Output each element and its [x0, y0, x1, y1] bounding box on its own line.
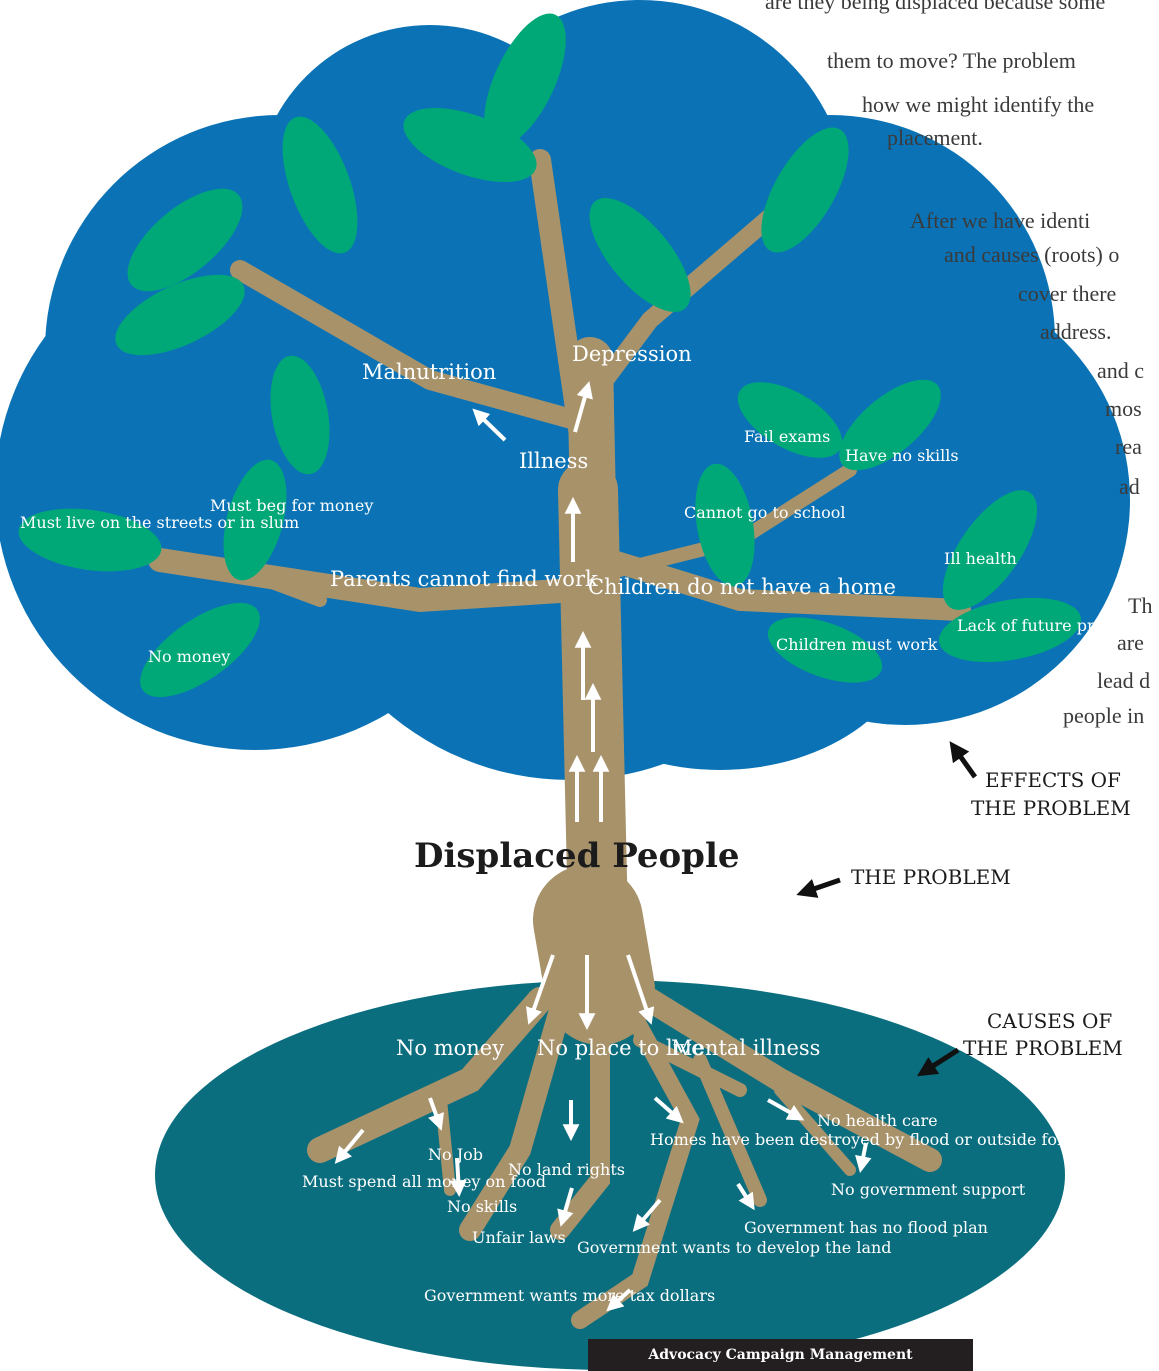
causes-callout-line-1: CAUSES OF — [987, 1009, 1113, 1033]
label-children-must-work: Children must work — [776, 635, 938, 654]
leaves — [18, 13, 1082, 698]
label-homes-destroyed: Homes have been destroyed by flood or ou… — [650, 1130, 1092, 1149]
label-government-no-flood-plan: Government has no flood plan — [744, 1218, 988, 1237]
direction-arrows — [334, 381, 872, 1312]
label-no-job: No Job — [428, 1145, 484, 1164]
body-text-line-15: lead d — [1097, 668, 1151, 693]
effects-callout-line-1: EFFECTS OF — [985, 768, 1121, 792]
label-parents-cannot-find-work: Parents cannot find work — [330, 567, 598, 591]
effects-callout-line-2: THE PROBLEM — [971, 796, 1131, 820]
body-text-line-6: and causes (roots) o — [944, 242, 1120, 267]
label-malnutrition: Malnutrition — [362, 360, 497, 384]
body-text-line-13: Th — [1128, 593, 1153, 618]
label-cause-no-money: No money — [396, 1036, 505, 1060]
label-unfair-laws: Unfair laws — [472, 1228, 566, 1247]
problem-title: Displaced People — [414, 836, 740, 876]
body-text-line-3: how we might identify the — [862, 92, 1095, 117]
label-government-tax-dollars: Government wants more tax dollars — [424, 1286, 716, 1305]
label-have-no-skills: Have no skills — [845, 446, 959, 465]
label-cause-mental-illness: Mental illness — [671, 1036, 821, 1060]
label-no-government-support: No government support — [831, 1180, 1026, 1199]
body-text-line-5: After we have identi — [910, 208, 1091, 233]
body-text-line-8: address. — [1040, 319, 1112, 344]
body-text-line-7: cover there — [1018, 281, 1117, 306]
footer-banner: Advocacy Campaign Management — [588, 1339, 973, 1371]
causes-callout-line-2: THE PROBLEM — [963, 1036, 1123, 1060]
label-depression: Depression — [572, 342, 692, 366]
label-illness: Illness — [519, 449, 589, 473]
callout-arrows — [796, 741, 978, 1077]
body-text-line-9: and c — [1097, 358, 1145, 383]
label-must-live-on-streets: Must live on the streets or in slum — [20, 513, 300, 532]
label-cannot-go-to-school: Cannot go to school — [684, 503, 846, 522]
body-text-line-4: placement. — [887, 125, 983, 150]
label-no-land-rights: No land rights — [508, 1160, 625, 1179]
label-no-health-care: No health care — [817, 1111, 938, 1130]
body-text-line-14: are — [1117, 630, 1144, 655]
label-no-money-effect: No money — [148, 647, 231, 666]
body-text-line-2: them to move? The problem — [827, 48, 1076, 73]
label-lack-of-future-prospects: Lack of future prospects — [957, 616, 1156, 635]
label-fail-exams: Fail exams — [744, 427, 831, 446]
body-text-line-12: ad — [1119, 474, 1140, 499]
label-children-no-home: Children do not have a home — [588, 575, 896, 599]
label-must-spend-all-money: Must spend all money on food — [302, 1172, 546, 1191]
problem-callout: THE PROBLEM — [851, 865, 1011, 889]
label-must-beg-for-money: Must beg for money — [210, 496, 374, 515]
body-text-line-10: mos — [1105, 396, 1142, 421]
body-text-line-11: rea — [1115, 434, 1142, 459]
label-ill-health: Ill health — [944, 549, 1017, 568]
label-cause-no-place-to-live: No place to live — [537, 1036, 704, 1060]
body-text-line-1: are they being displaced because some — [765, 0, 1106, 14]
label-government-develop-land: Government wants to develop the land — [577, 1238, 892, 1257]
body-text-line-16: people in — [1063, 703, 1145, 728]
label-no-skills: No skills — [447, 1197, 518, 1216]
